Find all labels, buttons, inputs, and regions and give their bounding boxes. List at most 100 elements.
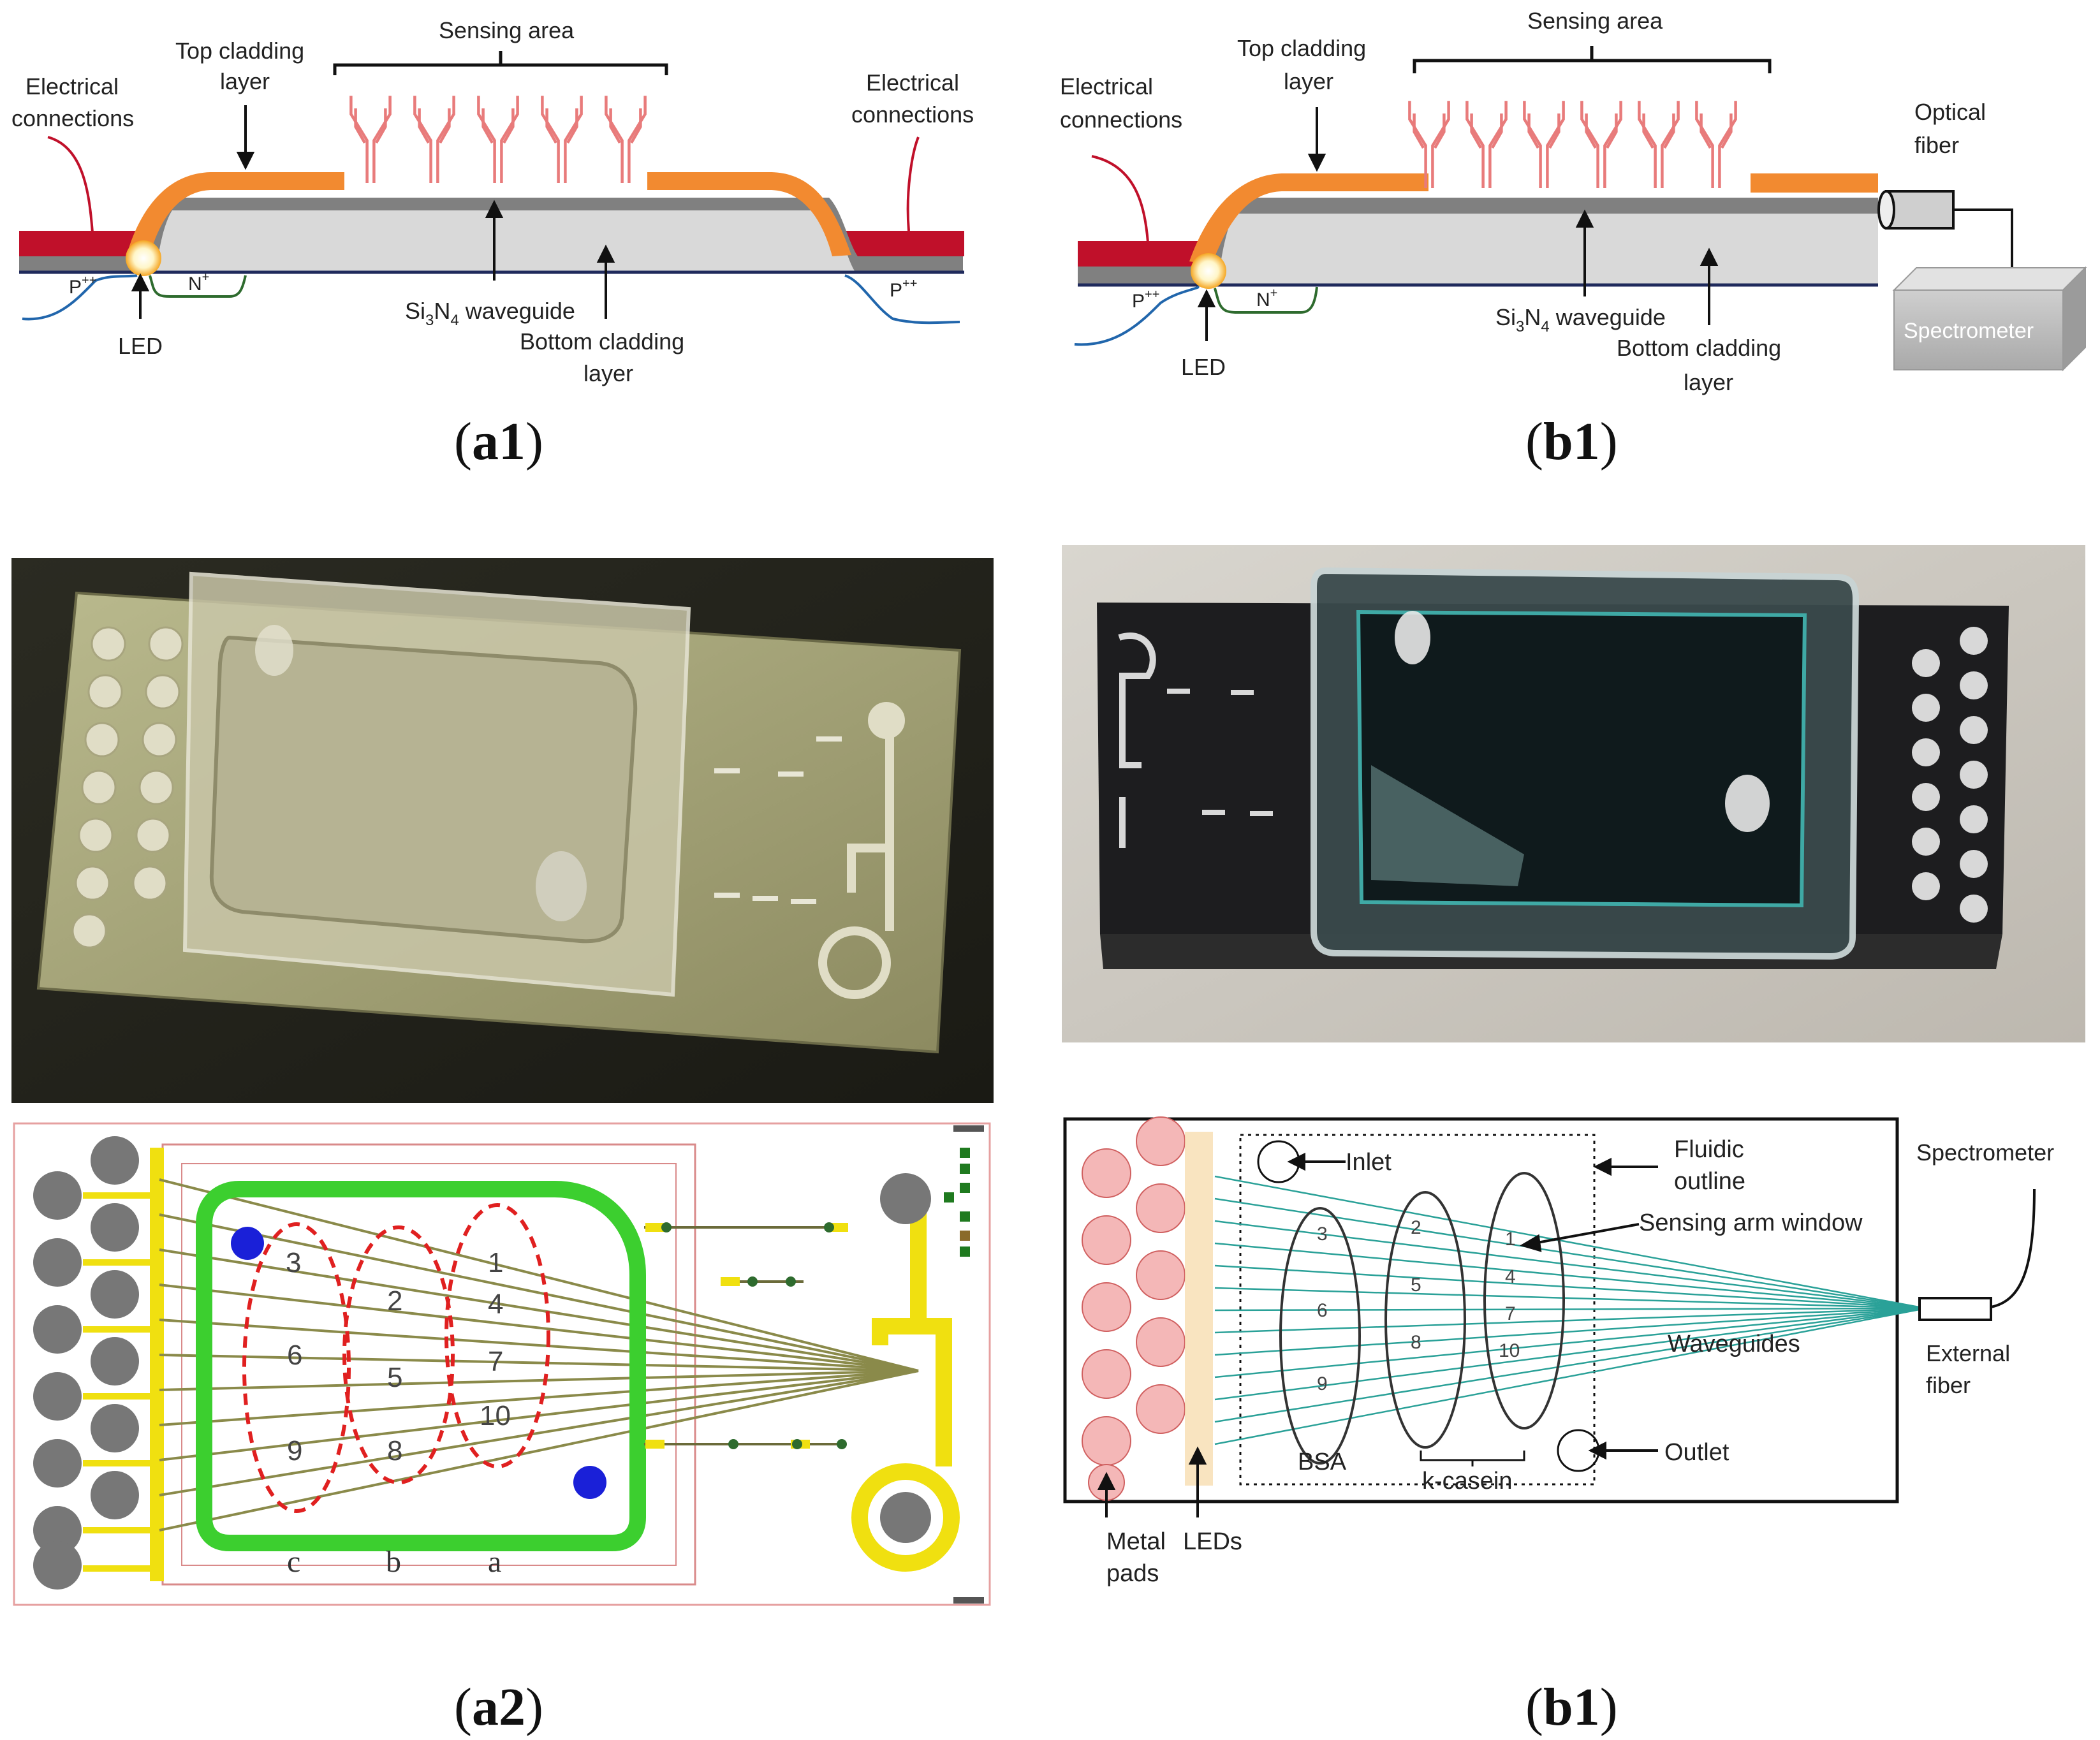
sensor-number: 2 [387, 1285, 402, 1317]
label-waveguide: Si3N4 waveguide [1495, 304, 1666, 335]
label-kcasein: k-casein [1422, 1468, 1513, 1495]
sensor-number: 1 [488, 1247, 503, 1278]
n-doping [149, 275, 247, 298]
metal-pad [91, 1404, 139, 1452]
label-waveguides: Waveguides [1668, 1331, 1800, 1357]
antibody-icon [606, 96, 645, 183]
top-cladding-left [128, 172, 344, 255]
label-electrical-right: Electrical [866, 69, 959, 96]
label-electrical-right-2: connections [851, 101, 974, 128]
label-outlet: Outlet [1664, 1439, 1729, 1466]
sensor-number: 5 [387, 1362, 402, 1393]
label-waveguide: Si3N4 waveguide [405, 298, 575, 329]
metal-pad [91, 1471, 139, 1519]
metal-pad [33, 1372, 82, 1421]
leader-arrows [1197, 107, 1719, 341]
label-n: N+ [1256, 286, 1277, 311]
metal-pad [1136, 1250, 1186, 1300]
label-electrical: Electrical [1060, 73, 1153, 99]
metal-pad [33, 1238, 82, 1287]
metal-pad [1082, 1282, 1131, 1332]
label-inlet: Inlet [1346, 1149, 1391, 1176]
electrical-contact-right [855, 231, 964, 256]
metal-pad [1136, 1116, 1186, 1166]
outlet-port [573, 1466, 606, 1499]
sensor-ellipses [242, 1203, 550, 1513]
caption-a2: (a2) [454, 1678, 543, 1737]
sensor-number: 9 [287, 1435, 302, 1466]
metal-pad [33, 1305, 82, 1354]
wire-left [47, 136, 94, 233]
leader-arrows-b1 [1097, 1152, 1658, 1517]
metal-pads-a2 [33, 1136, 139, 1590]
sensor-number: 8 [1411, 1332, 1421, 1353]
caption-b1-bottom: (b1) [1525, 1678, 1618, 1737]
label-top-cladding: Top cladding [175, 38, 304, 64]
column-letters: c b a [287, 1545, 501, 1579]
pad-traces [83, 1192, 153, 1572]
metal-pad [1136, 1183, 1186, 1233]
metal-pad [1136, 1317, 1186, 1367]
wire [1091, 155, 1149, 243]
wire-right [906, 136, 920, 231]
sensor-number: 1 [1505, 1229, 1516, 1250]
sensor-number: 9 [1317, 1373, 1328, 1394]
label-bottom-cladding: Bottom cladding [1617, 335, 1781, 361]
fluidic-channel [196, 1181, 646, 1551]
sensor-number: 6 [287, 1340, 302, 1371]
label-electrical-left: Electrical [26, 73, 119, 99]
p-doping [1074, 286, 1200, 346]
label-sensing-area: Sensing area [1527, 8, 1663, 34]
label-metal: Metal [1106, 1528, 1166, 1555]
label-n: N+ [188, 270, 209, 295]
sensor-number: 10 [1499, 1340, 1520, 1361]
label-external: External [1926, 1340, 2010, 1366]
label-top-cladding-2: layer [220, 68, 270, 94]
label-bottom-cladding: Bottom cladding [520, 328, 684, 355]
bottom-cladding [1218, 214, 1878, 284]
metal-pad [1082, 1416, 1131, 1466]
antibody-icon [415, 96, 453, 183]
sensor-number: 3 [286, 1247, 301, 1278]
reference-structures [644, 1222, 848, 1449]
column-letter: c [287, 1545, 300, 1579]
caption-a1: (a1) [454, 412, 543, 471]
sensor-number: 3 [1317, 1224, 1328, 1245]
metal-pad [1082, 1148, 1131, 1198]
label-p-right: P++ [890, 277, 917, 301]
label-pads: pads [1106, 1560, 1159, 1587]
label-fluidic: Fluidic [1674, 1136, 1744, 1163]
spectrometer-icon: Spectrometer [1892, 266, 2087, 372]
inlet-port [231, 1227, 264, 1260]
metal-pad [33, 1541, 82, 1590]
sensor-number: 5 [1411, 1275, 1421, 1296]
bottom-cladding [156, 210, 855, 271]
panel-b1-bottom: 3 6 9 2 5 8 1 4 7 10 Inlet Fluidic out [1063, 1116, 2054, 1737]
leader-arrows [131, 105, 615, 319]
chip-photo-b [1062, 545, 2085, 1042]
metal-pad [880, 1173, 931, 1224]
led-glow [126, 240, 161, 276]
label-bottom-cladding-2: layer [1684, 369, 1733, 395]
waveguides-a2 [159, 1178, 919, 1532]
antibody-icon [1582, 101, 1620, 188]
antibody-icon [1467, 101, 1506, 188]
antibody-icon [542, 96, 581, 183]
label-led: LED [118, 333, 163, 359]
top-cladding-left [1189, 173, 1428, 265]
sensor-number: 8 [387, 1435, 402, 1466]
optical-fiber-icon [1877, 190, 2013, 268]
panel-b1-top: Spectrometer Electrical connections Top … [1060, 8, 2087, 471]
label-electrical-2: connections [1060, 106, 1182, 133]
sensor-numbers-a2: 3 2 1 4 6 5 7 10 9 8 [286, 1247, 511, 1466]
metal-pad [1082, 1349, 1131, 1399]
metal-pad [33, 1439, 82, 1488]
metal-pad [91, 1136, 139, 1185]
antibody-icon [1696, 101, 1735, 188]
sensor-number: 6 [1317, 1300, 1328, 1321]
sensor-number: 7 [1505, 1303, 1516, 1324]
n-doping [1214, 286, 1318, 314]
column-letter: a [488, 1545, 501, 1579]
kcasein-bracket [1420, 1451, 1525, 1466]
